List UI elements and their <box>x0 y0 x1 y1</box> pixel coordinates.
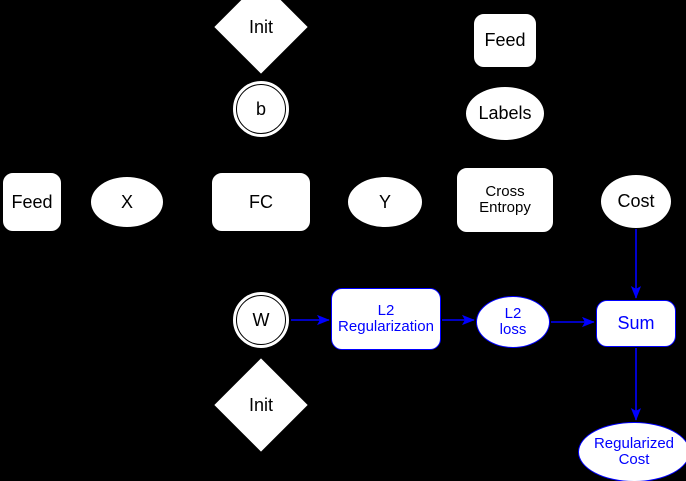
diamond-shape <box>214 0 308 74</box>
node-b[interactable]: b <box>232 80 290 138</box>
node-feed_labels[interactable]: Feed <box>473 13 537 68</box>
node-x[interactable]: X <box>90 176 164 228</box>
node-l2_reg[interactable]: L2 Regularization <box>331 288 441 350</box>
node-label: Regularized Cost <box>593 435 675 468</box>
inner-ring <box>236 295 286 345</box>
node-label: Init <box>248 16 273 37</box>
node-cross_entropy[interactable]: Cross Entropy <box>456 167 554 233</box>
node-cost[interactable]: Cost <box>600 174 672 229</box>
node-label: b <box>255 98 266 119</box>
node-label: L2 Regularization <box>338 302 434 335</box>
node-label: Y <box>378 191 391 212</box>
node-label: X <box>120 191 133 212</box>
node-label: Cross Entropy <box>479 183 531 216</box>
node-label: W <box>252 309 270 330</box>
node-w[interactable]: W <box>232 291 290 349</box>
node-label: Feed <box>11 191 53 212</box>
node-label: Cost <box>617 191 655 212</box>
inner-ring <box>236 84 286 134</box>
node-labels[interactable]: Labels <box>465 86 545 141</box>
node-label: Sum <box>617 313 655 334</box>
node-label: Feed <box>484 30 526 51</box>
node-label: Labels <box>478 103 532 124</box>
node-label: FC <box>249 191 273 212</box>
node-fc[interactable]: FC <box>211 172 311 232</box>
node-reg_cost[interactable]: Regularized Cost <box>578 422 686 481</box>
node-feed_x[interactable]: Feed <box>2 172 62 232</box>
node-l2_loss[interactable]: L2 loss <box>476 296 550 348</box>
node-y[interactable]: Y <box>347 176 423 228</box>
node-label: Init <box>248 394 273 415</box>
node-sum[interactable]: Sum <box>596 300 676 347</box>
node-init_top[interactable]: Init <box>214 0 308 74</box>
node-label: L2 loss <box>499 305 527 338</box>
node-init_bottom[interactable]: Init <box>214 358 308 452</box>
